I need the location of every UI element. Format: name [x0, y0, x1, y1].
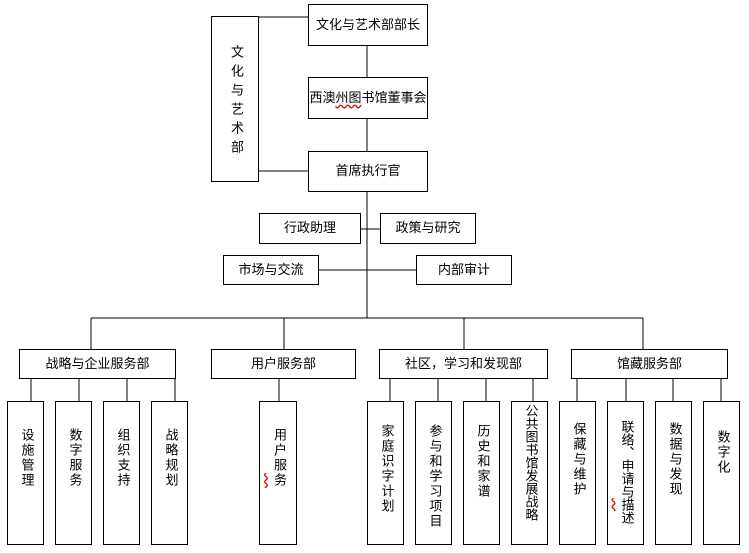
board-box: 西澳州图书馆董事会: [308, 77, 428, 119]
policy-label: 政策与研究: [395, 221, 461, 236]
ceo-label: 首席执行官: [335, 164, 401, 179]
unit-liaison-label: 联络、申请与描述: [618, 420, 634, 524]
unit-data-discovery-label: 数据与发现: [666, 422, 682, 497]
audit-label: 内部审计: [437, 262, 490, 278]
minister-label: 文化与艺术部部长: [315, 17, 420, 33]
division-collections-label: 馆藏服务部: [616, 356, 682, 372]
division-community-label: 社区，学习和发现部: [404, 356, 522, 372]
unit-preservation-box: 保藏与维护: [559, 401, 596, 545]
unit-org-support-box: 组织支持: [103, 401, 140, 545]
unit-client-services-label: 用户服务: [271, 428, 286, 488]
division-client-label: 用户服务部: [250, 356, 316, 372]
division-strategy-label: 战略与企业服务部: [45, 356, 150, 372]
unit-public-library-label: 公共图书馆发展战略: [522, 404, 538, 521]
division-client-box: 用户服务部: [211, 349, 356, 379]
unit-preservation-label: 保藏与维护: [570, 422, 586, 497]
marketing-label: 市场与交流: [238, 262, 304, 278]
division-strategy-box: 战略与企业服务部: [19, 349, 176, 379]
unit-history-genealogy-label: 历史和家谱: [474, 424, 490, 499]
policy-box: 政策与研究: [380, 213, 476, 244]
unit-public-library-box: 公共图书馆发展战略: [511, 401, 548, 545]
department-label: 文化与艺术部: [228, 45, 243, 159]
unit-engagement-learning-box: 参与和学习项目: [415, 401, 452, 545]
unit-org-support-label: 组织支持: [114, 428, 130, 488]
unit-strategic-planning-label: 战略规划: [162, 428, 178, 488]
unit-engagement-learning-label: 参与和学习项目: [426, 424, 442, 529]
division-community-box: 社区，学习和发现部: [379, 349, 548, 379]
minister-box: 文化与艺术部部长: [308, 4, 428, 46]
marketing-box: 市场与交流: [223, 255, 319, 285]
unit-family-literacy-box: 家庭识字计划: [367, 401, 404, 545]
unit-history-genealogy-box: 历史和家谱: [463, 401, 500, 545]
unit-digitisation-box: 数字化: [703, 401, 740, 545]
board-label: 西澳州图书馆董事会: [309, 90, 427, 106]
audit-box: 内部审计: [416, 255, 512, 285]
exec-assist-box: 行政助理: [259, 213, 361, 244]
unit-strategic-planning-box: 战略规划: [151, 401, 188, 545]
unit-facilities-label: 设施管理: [18, 428, 34, 488]
unit-digitisation-label: 数字化: [714, 430, 730, 475]
exec-assist-label: 行政助理: [283, 221, 336, 236]
ceo-box: 首席执行官: [308, 151, 428, 192]
unit-digital-label: 数字服务: [66, 428, 82, 488]
unit-liaison-box: 联络、申请与描述: [607, 401, 644, 545]
unit-client-services-box: 用户服务: [259, 401, 297, 545]
division-collections-box: 馆藏服务部: [571, 349, 728, 379]
unit-data-discovery-box: 数据与发现: [655, 401, 692, 545]
department-box: 文化与艺术部: [211, 16, 259, 182]
unit-family-literacy-label: 家庭识字计划: [378, 424, 394, 514]
unit-facilities-box: 设施管理: [7, 401, 44, 545]
unit-digital-box: 数字服务: [55, 401, 92, 545]
